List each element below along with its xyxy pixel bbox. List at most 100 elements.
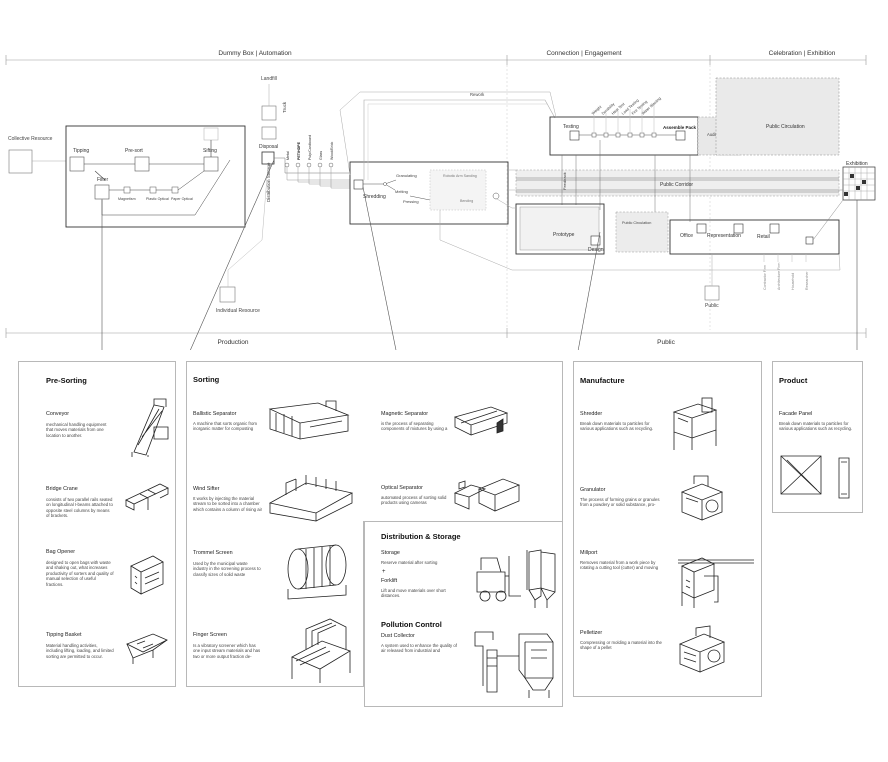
item-name: Shredder xyxy=(580,411,603,417)
pressing-label: Pressing xyxy=(403,199,419,204)
public-circulation-small xyxy=(615,211,669,253)
item-name: Conveyor xyxy=(46,411,70,417)
item-name: Bridge Crane xyxy=(46,486,78,492)
representation-label: Representation xyxy=(707,233,741,239)
item-name: Storage xyxy=(381,550,400,556)
robotic-arm-area xyxy=(429,169,487,211)
panel-title: Sorting xyxy=(193,375,220,384)
shredding-label: Shredding xyxy=(363,194,386,200)
pet-hdpe-label: PET/HDPE xyxy=(297,141,301,160)
metal-label: Metal xyxy=(286,151,290,160)
svg-text:Household: Household xyxy=(791,273,795,290)
pelletizer-icon xyxy=(674,624,730,676)
item-desc: The process of forming grains or granule… xyxy=(580,497,660,508)
pulp-cardboard-label: Pulp/Cardboard xyxy=(308,135,312,160)
presort-label: Pre-sort xyxy=(125,148,143,154)
item-name: Tipping Basket xyxy=(46,632,82,638)
storage-silo-icon xyxy=(525,546,559,610)
rework-label: Rework xyxy=(470,92,485,97)
millport-icon xyxy=(674,546,758,610)
item-desc: A system used to enhance the quality of … xyxy=(381,643,457,654)
sifting-box xyxy=(203,156,219,172)
item-desc: Compressing or molding a material into t… xyxy=(580,640,662,651)
process-flow-diagram: Dummy Box | Automation Connection | Enga… xyxy=(5,50,876,350)
shredder-icon xyxy=(670,396,720,452)
granulator-icon xyxy=(674,474,728,524)
item-name: Facade Panel xyxy=(779,411,813,417)
conveyor-icon xyxy=(124,397,172,457)
item-name: Pelletizer xyxy=(580,630,603,636)
design-label: Design xyxy=(588,247,604,253)
plus-sign: + xyxy=(382,569,386,575)
office-frame xyxy=(669,219,840,255)
office-label: Office xyxy=(680,233,693,239)
section-production: Production xyxy=(217,339,248,346)
item-name: Optical Separator xyxy=(381,485,423,491)
filter-box xyxy=(94,184,110,200)
panel-title: Pollution Control xyxy=(381,620,442,629)
item-name: Trommel Screen xyxy=(193,550,233,556)
section-public: Public xyxy=(657,339,675,346)
facade-panel-icon xyxy=(777,454,857,500)
robotic-arm-label: Robotic Arm Sanding xyxy=(443,174,477,178)
item-desc: A machine that sorts organic from inorga… xyxy=(193,421,258,432)
testing-labels: Weight Durability Heat Test Load Testing… xyxy=(591,96,662,115)
item-desc: Material handling activities, including … xyxy=(46,643,114,659)
design-box xyxy=(590,235,601,246)
plastic-optical-label: Plastic Optical xyxy=(146,197,169,201)
forklift-icon xyxy=(473,552,523,604)
svg-text:Weight: Weight xyxy=(591,104,603,115)
magnetic-separator-icon xyxy=(451,403,511,439)
public-circulation-label: Public Circulation xyxy=(766,124,805,130)
disposal-label: Disposal xyxy=(259,144,278,150)
disposal-box xyxy=(261,126,277,140)
distribution-panel: Distribution & Storage Storage Reserve m… xyxy=(364,521,563,707)
panel-title: Manufacture xyxy=(580,376,625,385)
item-desc: Used by the municipal waste industry in … xyxy=(193,561,261,577)
material-streams xyxy=(286,165,350,189)
wind-sifter-icon xyxy=(266,473,356,523)
retail-labels: Contractor Firm Architecture Firm Househ… xyxy=(763,263,809,290)
item-desc: automated process of sorting solid produ… xyxy=(381,495,447,506)
item-name: Ballistic Separator xyxy=(193,411,237,417)
paper-optical-label: Paper Optical xyxy=(171,197,193,201)
sorting-panel xyxy=(186,361,563,522)
prototype-frame xyxy=(515,203,605,255)
public-corridor-band xyxy=(515,169,840,197)
dummy-box-frame xyxy=(65,125,246,228)
optical-separator-icon xyxy=(451,473,523,519)
item-desc: designed to open bags with waste and sha… xyxy=(46,560,114,587)
exhibition-label: Exhibition xyxy=(846,161,868,167)
retail-label: Retail xyxy=(757,234,770,240)
ballistic-separator-icon xyxy=(266,399,352,443)
tipping-box xyxy=(69,156,85,172)
section-headers xyxy=(5,55,867,338)
item-name: Wind Sifter xyxy=(193,486,220,492)
magnetism-label: Magnetism xyxy=(118,197,136,201)
assemble-pack-label: Assemble Pack xyxy=(663,125,697,130)
item-name: Bag Opener xyxy=(46,549,76,555)
bridge-crane-icon xyxy=(122,480,172,514)
panel-title: Pre-Sorting xyxy=(46,376,87,385)
item-name: Granulator xyxy=(580,487,606,493)
feedback-label: Feedback xyxy=(562,172,567,190)
item-desc: consists of two parallel rails seated on… xyxy=(46,497,113,519)
item-desc: Removes material from a work piece by ro… xyxy=(580,560,659,571)
melting-label: Melting xyxy=(395,189,408,194)
tipping-label: Tipping xyxy=(73,148,89,154)
item-name: Dust Collector xyxy=(381,633,415,639)
presort-box xyxy=(134,156,150,172)
rework-loop xyxy=(363,99,556,180)
sorting-content: Sorting Ballistic Separator A machine th… xyxy=(186,361,563,687)
filter-label: Filter xyxy=(97,177,108,183)
item-desc: Break down materials to particles for va… xyxy=(580,421,654,432)
public-circulation-box xyxy=(715,77,840,156)
shredding-box xyxy=(353,179,364,190)
section-celebration: Celebration | Exhibition xyxy=(769,50,836,57)
item-desc: Reserve material after sorting xyxy=(381,560,438,565)
presorting-panel: Pre-Sorting Conveyor mechanical handling… xyxy=(18,361,176,687)
item-desc: Is a vibratory screener which has one in… xyxy=(193,643,261,659)
item-desc: Lift and move materials over short dista… xyxy=(381,588,446,599)
item-name: Forklift xyxy=(381,578,398,584)
bending-label: Bending xyxy=(460,199,473,203)
